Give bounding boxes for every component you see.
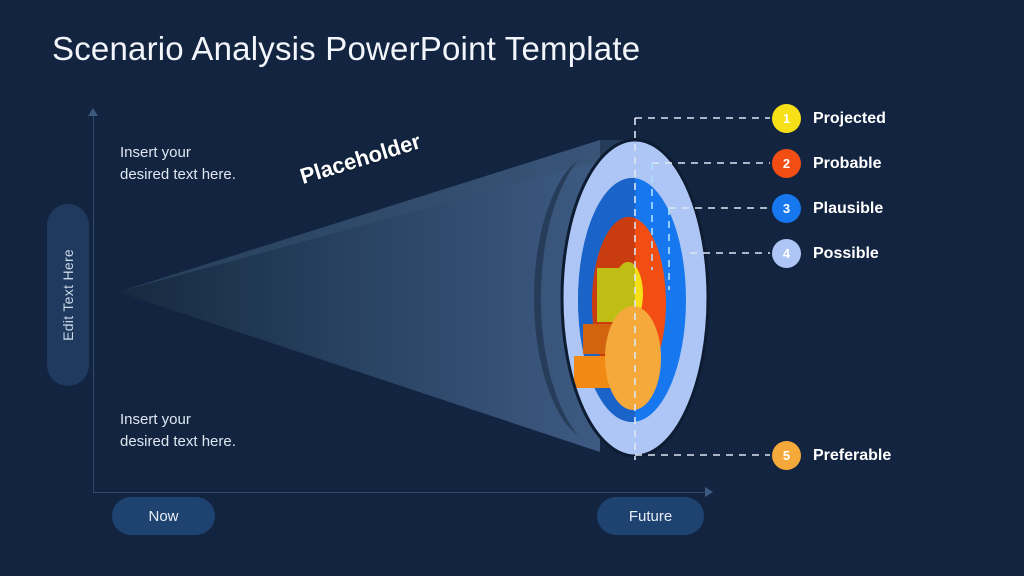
legend-badge-5: 5 — [772, 441, 801, 470]
insert-text-top: Insert your desired text here. — [120, 144, 236, 183]
legend-item-plausible[interactable]: 3 Plausible — [772, 194, 883, 223]
vertical-axis-arrow-icon — [88, 108, 98, 116]
vertical-axis — [93, 115, 94, 493]
insert-text-bottom: Insert your desired text here. — [120, 411, 236, 450]
cone-body — [118, 140, 640, 452]
legend-item-probable[interactable]: 2 Probable — [772, 149, 881, 178]
page-title: Scenario Analysis PowerPoint Template — [52, 30, 641, 67]
horizontal-axis — [93, 492, 707, 493]
legend-label-3: Plausible — [813, 199, 884, 217]
legend-item-possible[interactable]: 4 Possible — [772, 239, 879, 268]
legend-label-2: Probable — [813, 154, 882, 172]
legend-badge-2: 2 — [772, 149, 801, 178]
timeline-future-button[interactable]: Future — [597, 497, 704, 535]
legend-item-projected[interactable]: 1 Projected — [772, 104, 886, 133]
legend-badge-3: 3 — [772, 194, 801, 223]
legend-label-5: Preferable — [813, 446, 892, 464]
leader-lines — [634, 117, 770, 460]
scenario-rings — [533, 138, 710, 458]
disc-rim — [533, 158, 580, 438]
horizontal-axis-arrow-icon — [705, 487, 713, 497]
legend-item-preferable[interactable]: 5 Preferable — [772, 441, 891, 470]
legend-badge-4: 4 — [772, 239, 801, 268]
legend-badge-1: 1 — [772, 104, 801, 133]
legend-label-1: Projected — [813, 109, 886, 127]
timeline-now-button[interactable]: Now — [112, 497, 215, 535]
legend-label-4: Possible — [813, 244, 879, 262]
edit-text-here-tab[interactable]: Edit Text Here — [47, 204, 89, 386]
ring-preferable — [605, 306, 661, 410]
